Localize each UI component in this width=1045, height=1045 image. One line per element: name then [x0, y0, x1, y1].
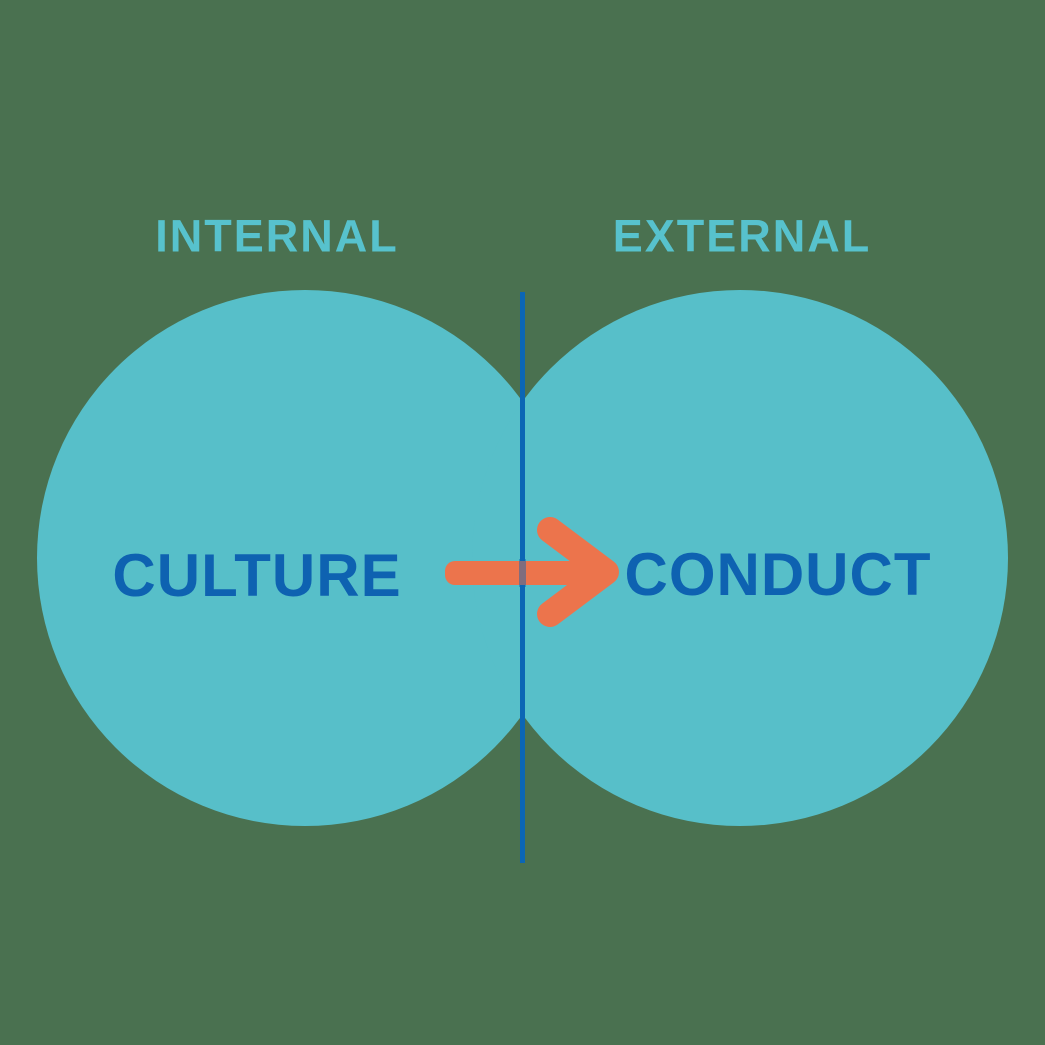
culture-label: CULTURE: [112, 542, 402, 609]
conduct-circle: [472, 290, 1008, 826]
arrow-right-icon: [445, 517, 619, 627]
external-header: EXTERNAL: [612, 210, 872, 262]
divider-arrow-overlap: [519, 559, 526, 587]
internal-header: INTERNAL: [155, 210, 399, 262]
conduct-label: CONDUCT: [624, 541, 932, 608]
